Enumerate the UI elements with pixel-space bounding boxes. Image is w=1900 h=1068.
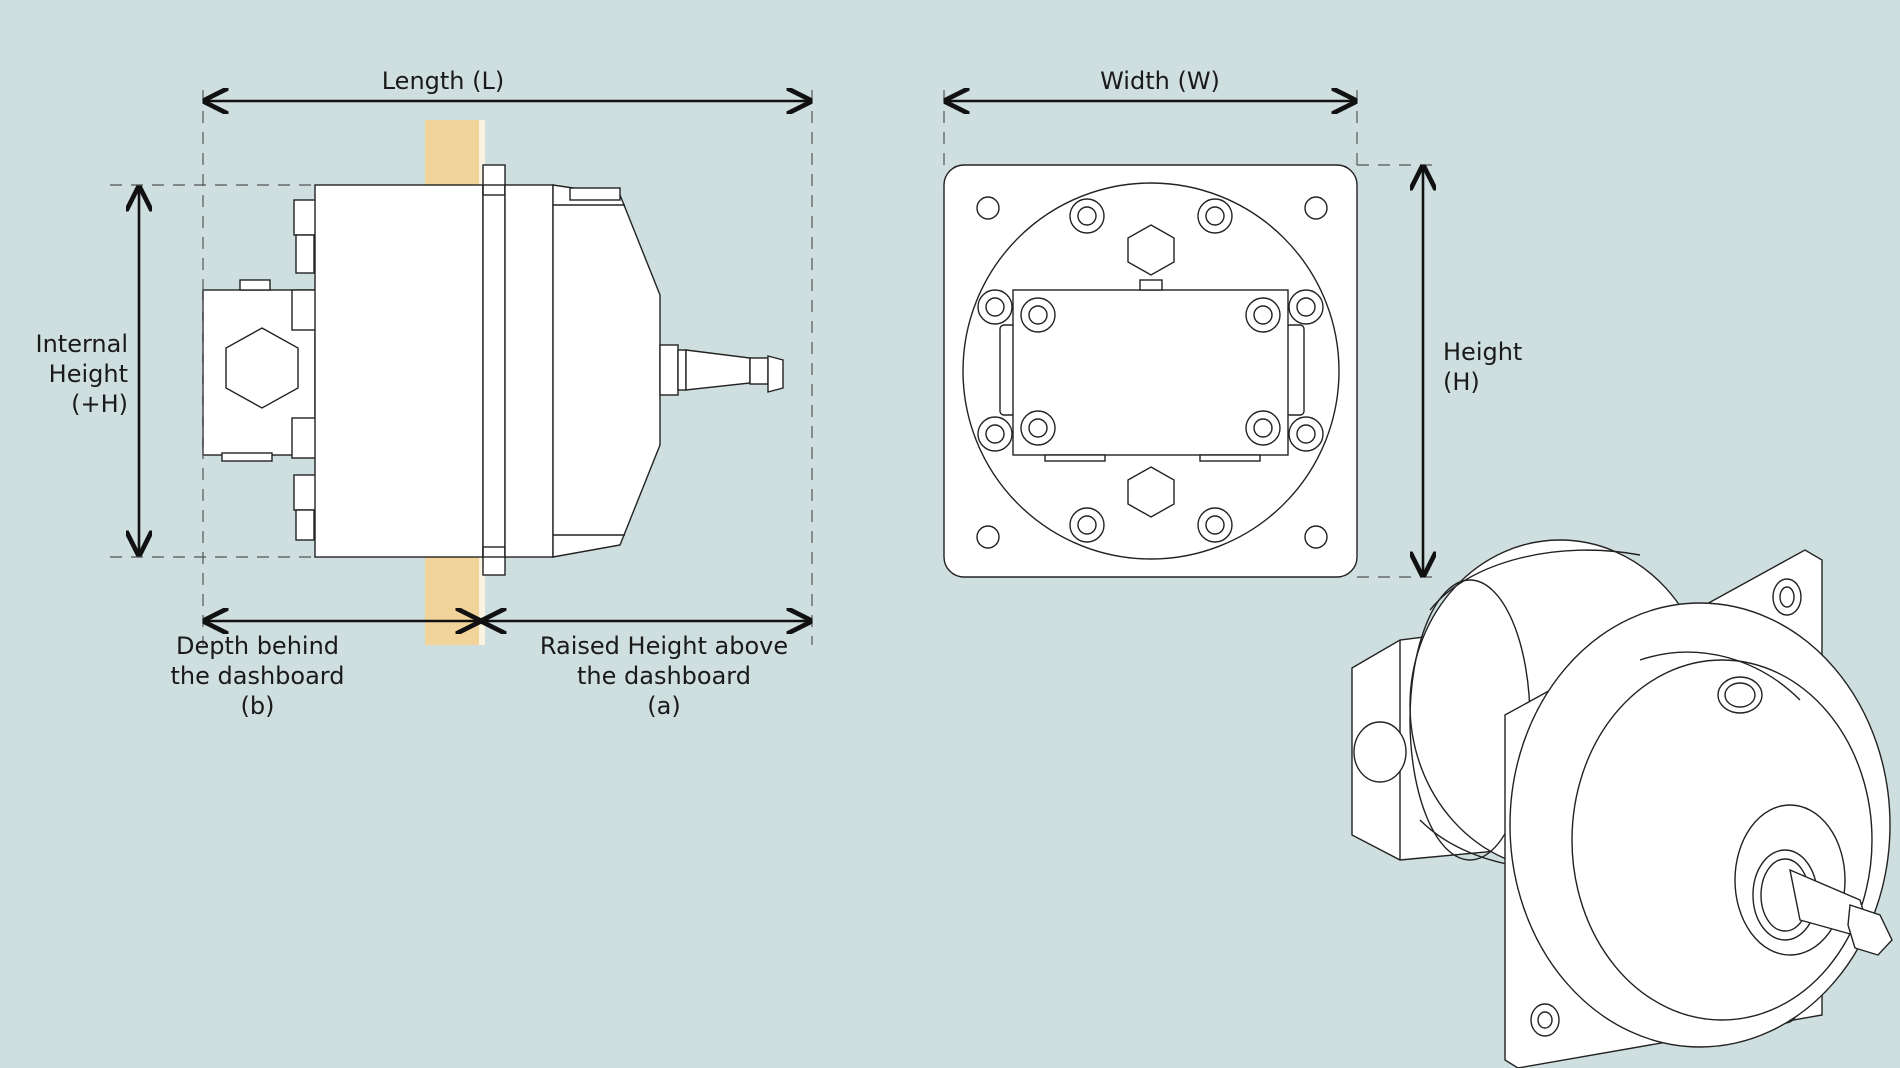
raised-height-label: Raised Height above the dashboard (a) <box>539 632 789 720</box>
height-label: Height (H) <box>1443 338 1523 396</box>
length-label: Length (L) <box>381 67 505 95</box>
front-view <box>943 164 1358 578</box>
side-view <box>202 120 784 645</box>
internal-height-label: Internal Height (+H) <box>35 330 129 418</box>
valve-block <box>1012 289 1289 456</box>
side-view-extension-lines <box>110 90 813 645</box>
socket-bolts <box>977 198 1324 543</box>
width-label: Width (W) <box>1100 67 1220 95</box>
isometric-view <box>1351 539 1893 1068</box>
front-view-dimension-arrows <box>946 101 1423 575</box>
depth-label: Depth behind the dashboard (b) <box>170 632 345 720</box>
side-view-dimension-arrows <box>139 101 810 621</box>
